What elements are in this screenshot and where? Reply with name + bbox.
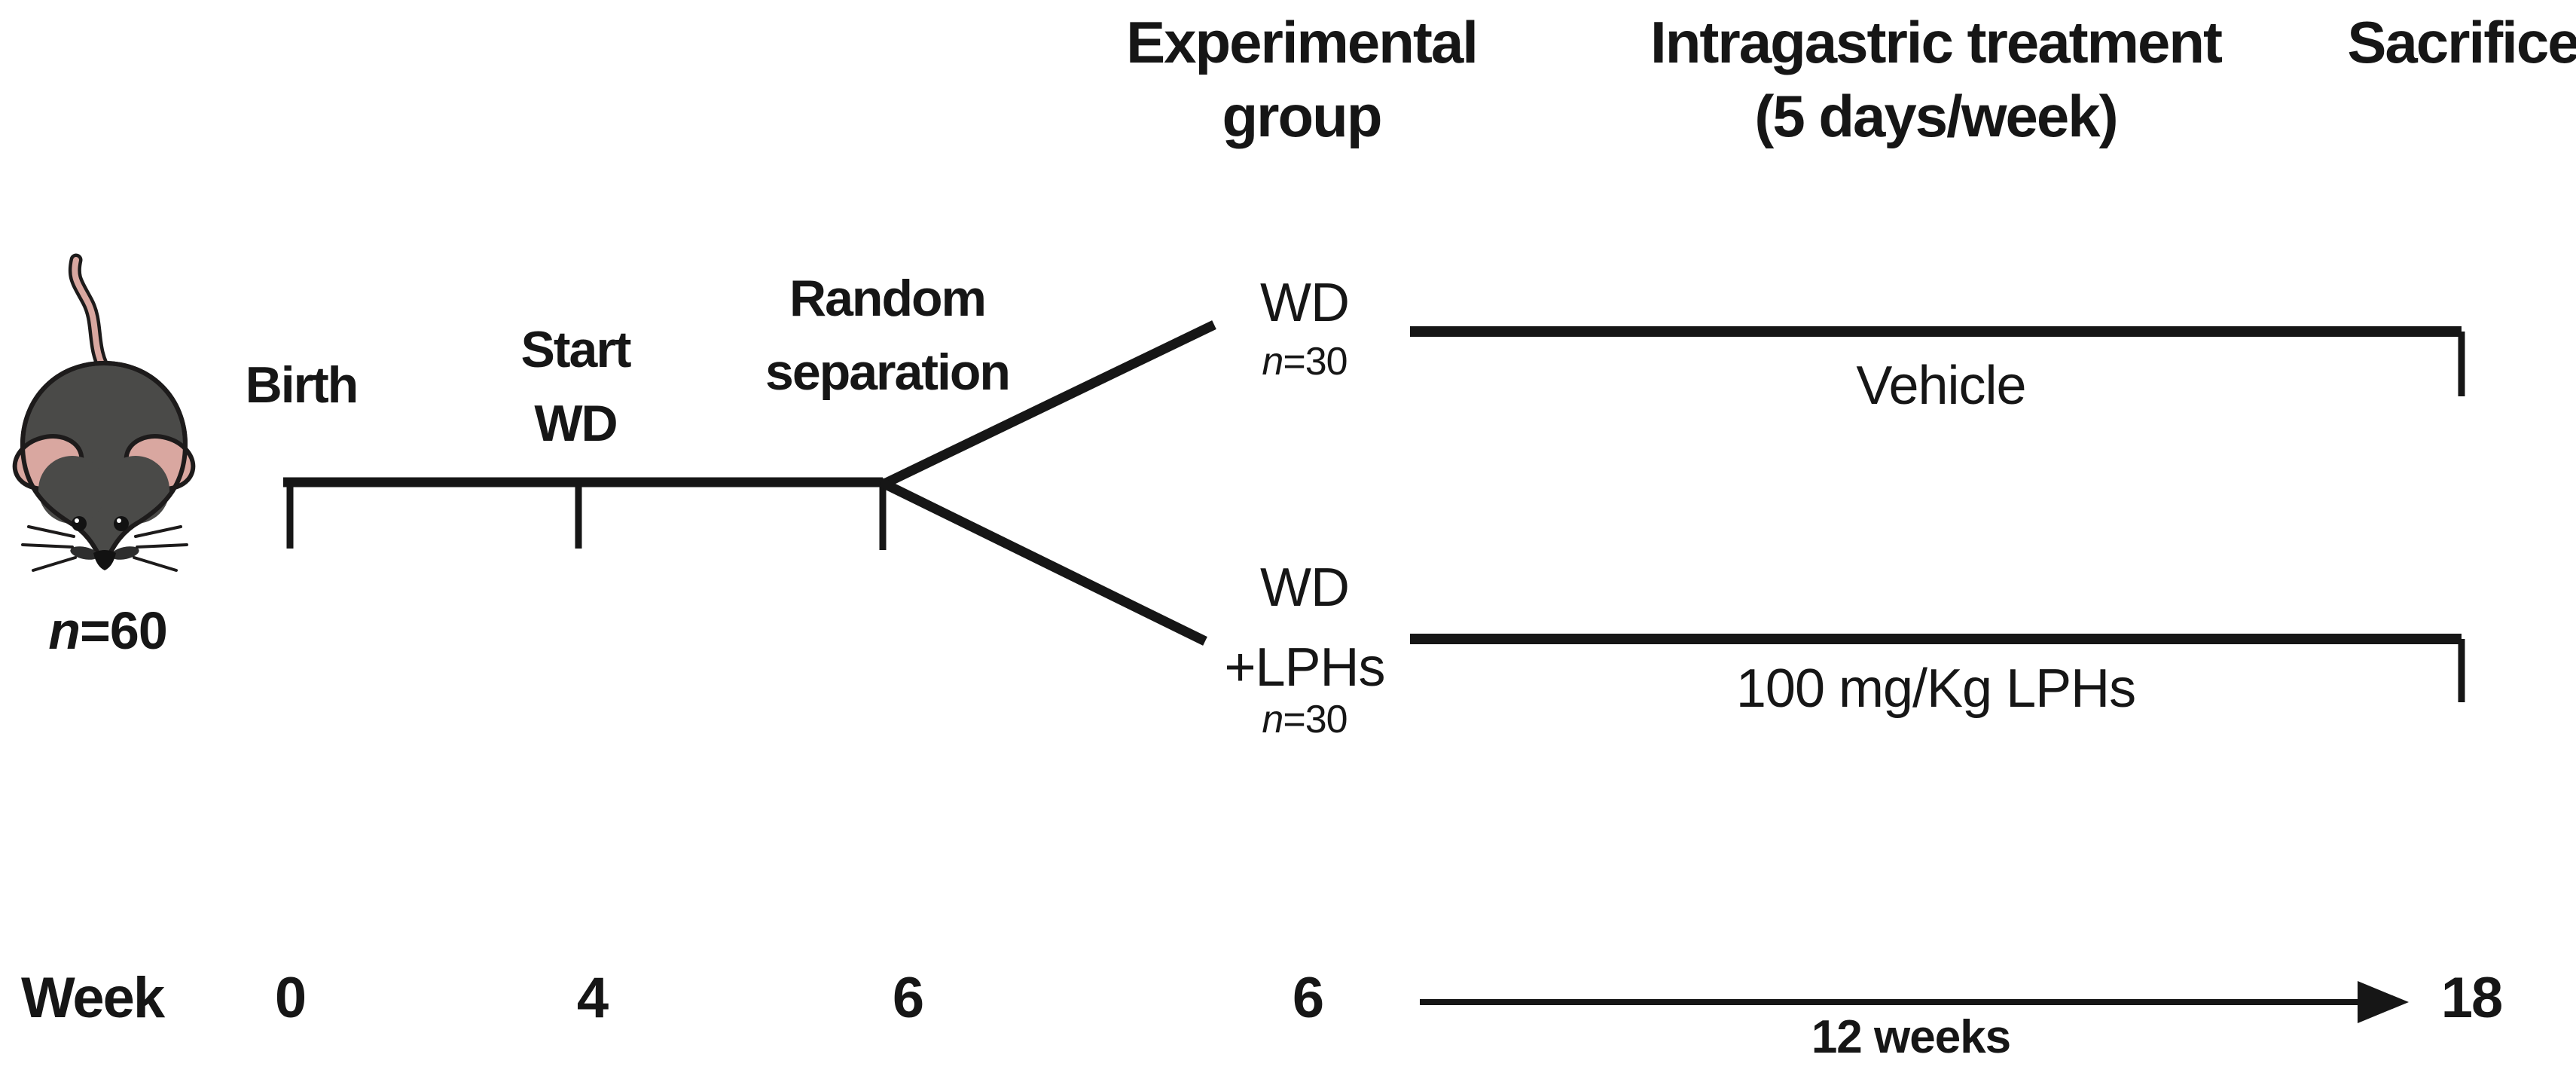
group-wd-n-symbol: n	[1262, 340, 1283, 384]
group-wd-n-value: =30	[1283, 340, 1348, 384]
event-label-random-separation: Random separation	[765, 270, 1011, 401]
week-value-6-separation: 6	[892, 966, 924, 1030]
mouse-icon	[12, 253, 196, 572]
group-wd-lphs-name: WD +LPHs	[1224, 558, 1385, 698]
cohort-size-label: n=60	[48, 601, 168, 661]
group-wd-n: n=30	[1262, 339, 1348, 384]
cohort-n-value: =60	[80, 601, 168, 660]
treatment-label-vehicle: Vehicle	[1856, 356, 2026, 416]
group-wd-lphs-n: n=30	[1262, 697, 1348, 742]
group-wd-lphs-n-value: =30	[1283, 698, 1348, 741]
treatment-label-lphs-dose: 100 mg/Kg LPHs	[1735, 659, 2136, 719]
event-label-start-wd: Start WD	[520, 321, 632, 452]
mouse-left-eye-glint	[75, 518, 79, 523]
branch-line-lower	[879, 478, 1207, 646]
mouse-nose	[93, 550, 116, 570]
cohort-n-symbol: n	[48, 601, 81, 660]
mouse-left-whisker-pad	[70, 546, 99, 560]
week-value-4: 4	[576, 966, 609, 1030]
column-header-intragastric-treatment: Intragastric treatment (5 days/week)	[1650, 9, 2223, 149]
mouse-right-eye	[114, 516, 129, 531]
week-value-6-groups: 6	[1292, 966, 1324, 1030]
mouse-right-ear-fold	[102, 456, 169, 524]
duration-arrow-head	[2358, 981, 2409, 1023]
group-wd-name: WD	[1260, 273, 1350, 333]
column-header-experimental-group: Experimental group	[1126, 9, 1479, 149]
week-value-0: 0	[274, 966, 307, 1030]
mouse-right-whisker-pad	[111, 546, 139, 560]
mouse-right-eye-glint	[117, 518, 121, 523]
week-value-18: 18	[2440, 966, 2504, 1030]
group-wd-lphs-n-symbol: n	[1262, 698, 1283, 741]
mouse-tail	[72, 257, 110, 377]
mouse-left-eye	[72, 516, 87, 531]
duration-label: 12 weeks	[1811, 1011, 2011, 1063]
mouse-whiskers	[21, 525, 188, 572]
event-label-birth: Birth	[245, 356, 359, 414]
week-axis-label: Week	[21, 966, 165, 1030]
column-header-sacrifice: Sacrifice	[2347, 9, 2576, 75]
mouse-left-ear-fold	[38, 456, 106, 524]
branch-line-upper	[879, 320, 1216, 490]
